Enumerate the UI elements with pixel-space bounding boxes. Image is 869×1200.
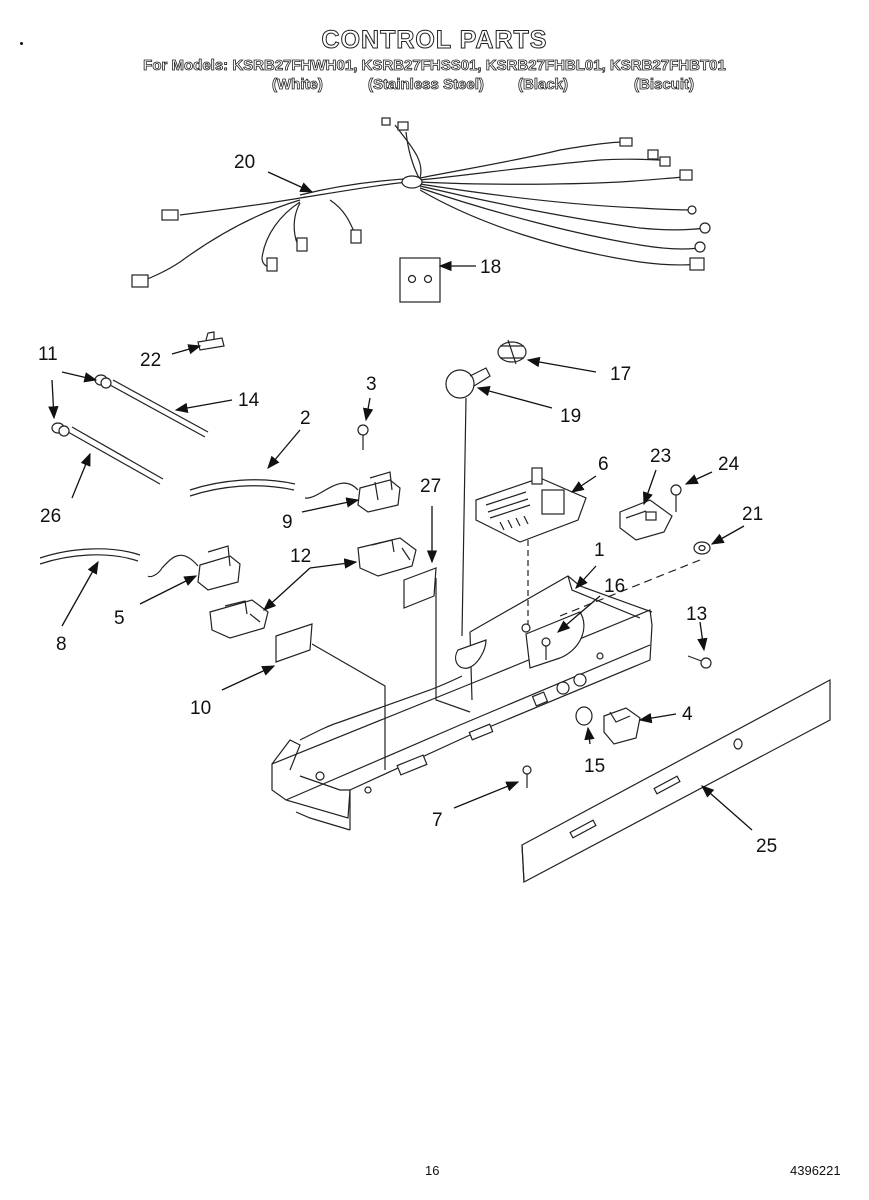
control-board [475, 467, 587, 543]
screw-sensor [670, 484, 682, 512]
variant-white: (White) [272, 76, 324, 94]
callout-5: 5 [114, 608, 125, 629]
diagram-header: CONTROL PARTS For Models: KSRB27FHWH01, … [0, 24, 869, 76]
callout-4: 4 [682, 704, 693, 725]
nut-guide-line [559, 559, 701, 617]
light-switch [603, 707, 641, 745]
label-guide-line [311, 643, 386, 770]
callout-22: 22 [140, 350, 161, 371]
page-title: CONTROL PARTS [321, 26, 548, 55]
control-knob [575, 706, 593, 726]
callout-arrows [48, 171, 753, 831]
callout-10: 10 [190, 698, 211, 719]
light-bulb [445, 367, 491, 399]
callout-13: 13 [686, 604, 707, 625]
label-decal [275, 623, 313, 663]
wire-harness [131, 117, 711, 288]
caution-label-guide-line [435, 578, 471, 713]
sleeve-tube [189, 479, 296, 497]
switch-lower [147, 545, 241, 591]
callout-17: 17 [610, 364, 631, 385]
callout-1: 1 [594, 540, 605, 561]
variant-black: (Black) [518, 76, 569, 94]
bracket-upper [357, 537, 417, 577]
page-number: 16 [425, 1163, 440, 1178]
callout-3: 3 [366, 374, 377, 395]
gasket-plate [399, 257, 441, 303]
callout-11: 11 [38, 344, 58, 365]
bracket-lower [209, 599, 269, 639]
insulating-tube [39, 548, 141, 565]
caution-label [403, 567, 437, 609]
callout-23: 23 [650, 446, 671, 467]
callout-15: 15 [584, 756, 605, 777]
variant-stainless: (Stainless Steel) [368, 76, 485, 94]
callout-2: 2 [300, 408, 311, 429]
thermistor [619, 499, 673, 541]
corner-mark [20, 42, 23, 45]
sensor-tube-upper [94, 374, 209, 438]
switch-upper [304, 471, 401, 513]
callout-26: 26 [40, 506, 61, 527]
lamp-socket [497, 339, 527, 365]
screw-bottom [522, 765, 532, 788]
callout-7: 7 [432, 810, 443, 831]
screw-upper [357, 424, 369, 450]
callout-20: 20 [234, 152, 255, 173]
callout-8: 8 [56, 634, 67, 655]
callout-14: 14 [238, 390, 260, 411]
callout-19: 19 [560, 406, 581, 427]
housing-screw [541, 637, 551, 660]
callout-24: 24 [718, 454, 740, 475]
callout-18: 18 [480, 257, 501, 278]
callout-labels: 20 18 11 22 14 2 26 3 9 8 5 12 10 27 17 … [38, 152, 777, 857]
callout-21: 21 [742, 504, 763, 525]
document-number: 4396221 [790, 1163, 841, 1178]
callout-12: 12 [290, 546, 311, 567]
callout-25: 25 [756, 836, 777, 857]
retaining-nut [693, 541, 711, 555]
callout-9: 9 [282, 512, 293, 533]
trim-strip [521, 678, 831, 883]
model-list: For Models: KSRB27FHWH01, KSRB27FHSS01, … [143, 57, 726, 75]
model-variants: (White) (Stainless Steel) (Black) (Biscu… [0, 76, 869, 96]
clip [197, 331, 225, 351]
sensor-tube-lower [51, 422, 164, 485]
callout-6: 6 [598, 454, 609, 475]
variant-biscuit: (Biscuit) [634, 76, 695, 94]
callout-27: 27 [420, 476, 441, 497]
callout-16: 16 [604, 576, 625, 597]
bulb-guide-line [461, 397, 467, 637]
screw-side [687, 655, 712, 669]
